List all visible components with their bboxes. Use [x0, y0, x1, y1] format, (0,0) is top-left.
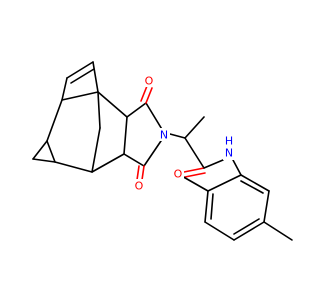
oxygen-top-label: O — [145, 75, 154, 88]
bond-cage-8 — [97, 91, 128, 118]
bond-ch-carbonyl — [184, 137, 205, 169]
bond-cage-5 — [92, 61, 99, 93]
bond-cage-9 — [91, 153, 125, 173]
hydrogen-amide-label: H — [225, 135, 233, 148]
oxygen-bottom-label: O — [135, 180, 144, 193]
bond-imide-4 — [143, 137, 164, 167]
bond-benzene-6b — [240, 180, 264, 194]
n-imide-bg — [158, 128, 170, 141]
bond-ch-methyl — [184, 116, 205, 139]
o-amide-bg — [172, 168, 184, 181]
n-amide-bg — [223, 147, 237, 160]
bond-benzene-4b — [233, 218, 260, 235]
bond-carbonyl-top-2 — [140, 85, 148, 102]
bond-cage-2 — [54, 161, 93, 173]
bond-cyclopropane-3 — [46, 140, 56, 163]
bond-cyclopropane-2 — [32, 158, 56, 163]
molecule-structure: O O N N H O — [32, 61, 293, 241]
nitrogen-amide-label: N — [225, 147, 233, 160]
o-top-bg — [143, 74, 155, 87]
bond-benzene-4 — [233, 221, 265, 241]
bond-cage-1 — [46, 99, 63, 142]
bond-meta-methyl — [263, 221, 293, 241]
bond-amide-carbonyl-2 — [184, 172, 206, 178]
oxygen-amide-label: O — [174, 168, 183, 181]
bond-cage-4 — [61, 77, 68, 101]
bond-alkene-1 — [66, 61, 94, 79]
bond-imide-3 — [145, 102, 164, 132]
bond-carbonyl-bottom-2 — [136, 165, 140, 181]
bond-benzene-1 — [207, 174, 242, 192]
bond-benzene-3 — [204, 221, 235, 241]
bond-ortho-methyl — [179, 174, 209, 192]
bond-n-aryl — [232, 159, 242, 176]
bond-cage-7 — [91, 127, 101, 173]
bond-cage-3 — [61, 91, 99, 101]
bond-carbonyl-bottom-1 — [141, 165, 145, 181]
bond-amide-cn — [203, 159, 224, 169]
bond-carbonyl-top-1 — [145, 87, 153, 104]
bond-benzene-2 — [204, 190, 209, 223]
bond-cyclopropane-1 — [32, 140, 48, 160]
bond-alkene-2 — [70, 68, 95, 84]
bond-amide-carbonyl-1 — [183, 167, 205, 173]
bond-n-ch — [169, 133, 186, 139]
o-bottom-bg — [133, 179, 145, 192]
bond-benzene-5 — [263, 190, 270, 223]
bond-imide-1 — [126, 102, 147, 118]
nitrogen-imide-label: N — [160, 129, 168, 142]
bond-benzene-6 — [240, 174, 270, 192]
bond-cage-10 — [123, 116, 128, 155]
bond-benzene-2b — [210, 193, 214, 220]
molecule-canvas: O O N N H O — [32, 61, 293, 241]
bond-cage-6 — [97, 91, 101, 129]
bond-imide-2 — [123, 153, 145, 167]
